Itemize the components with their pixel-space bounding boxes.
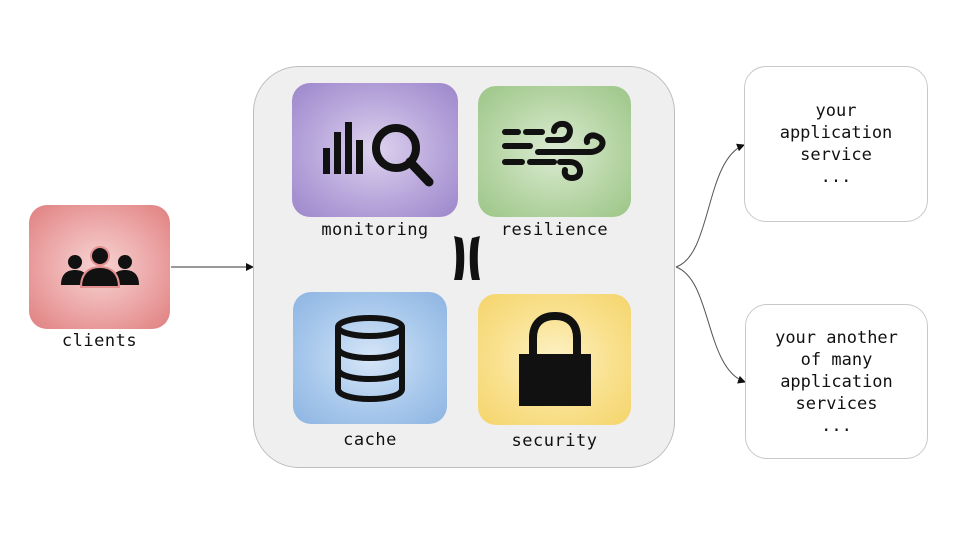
application-service-text: your application service ... — [779, 101, 893, 187]
gateway-logo-icon — [454, 236, 480, 280]
application-service-box[interactable]: your application service ... — [744, 66, 928, 222]
wind-icon — [501, 120, 605, 181]
other-application-services-text: your another of many application service… — [775, 327, 898, 436]
users-group-icon — [60, 246, 139, 288]
gateway-to-service-2-arrow — [675, 266, 746, 384]
security-tile[interactable] — [478, 294, 631, 425]
other-application-services-box[interactable]: your another of many application service… — [745, 304, 928, 459]
cache-label: cache — [343, 430, 397, 450]
database-icon — [335, 315, 405, 403]
monitoring-label: monitoring — [321, 220, 429, 240]
resilience-label: resilience — [500, 220, 609, 240]
cache-tile[interactable] — [293, 292, 447, 424]
resilience-tile[interactable] — [478, 86, 631, 217]
padlock-icon — [518, 311, 591, 406]
bar-chart-search-icon — [323, 122, 434, 187]
security-label: security — [511, 431, 598, 451]
monitoring-tile[interactable] — [292, 83, 458, 217]
clients-label: clients — [61, 331, 138, 351]
clients-tile[interactable] — [29, 205, 170, 329]
gateway-to-service-1-arrow — [675, 143, 745, 268]
